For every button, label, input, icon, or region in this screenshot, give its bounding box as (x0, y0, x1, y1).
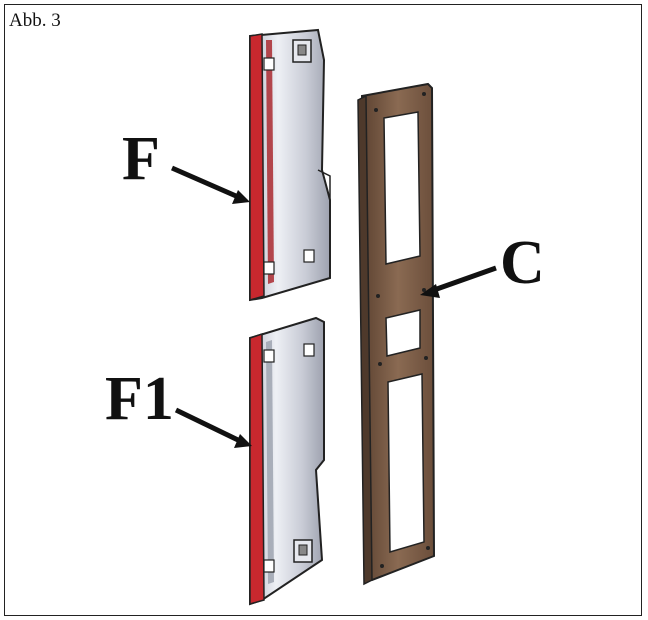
panel-f1 (249, 316, 325, 606)
frame-c (357, 82, 436, 586)
frame-opening (385, 309, 421, 357)
frame-opening (387, 373, 425, 553)
red-edge-strip (249, 33, 265, 301)
figure-label: Abb. 3 (9, 10, 61, 31)
arrow-f (170, 165, 250, 204)
red-edge-strip (249, 332, 265, 605)
arrow-f1 (174, 407, 252, 448)
callout-c: C (500, 229, 545, 297)
callout-f1: F1 (105, 365, 174, 433)
panel-f (249, 28, 331, 302)
arrow-c (420, 265, 497, 298)
callout-f: F (122, 125, 160, 193)
frame-opening (383, 111, 421, 265)
